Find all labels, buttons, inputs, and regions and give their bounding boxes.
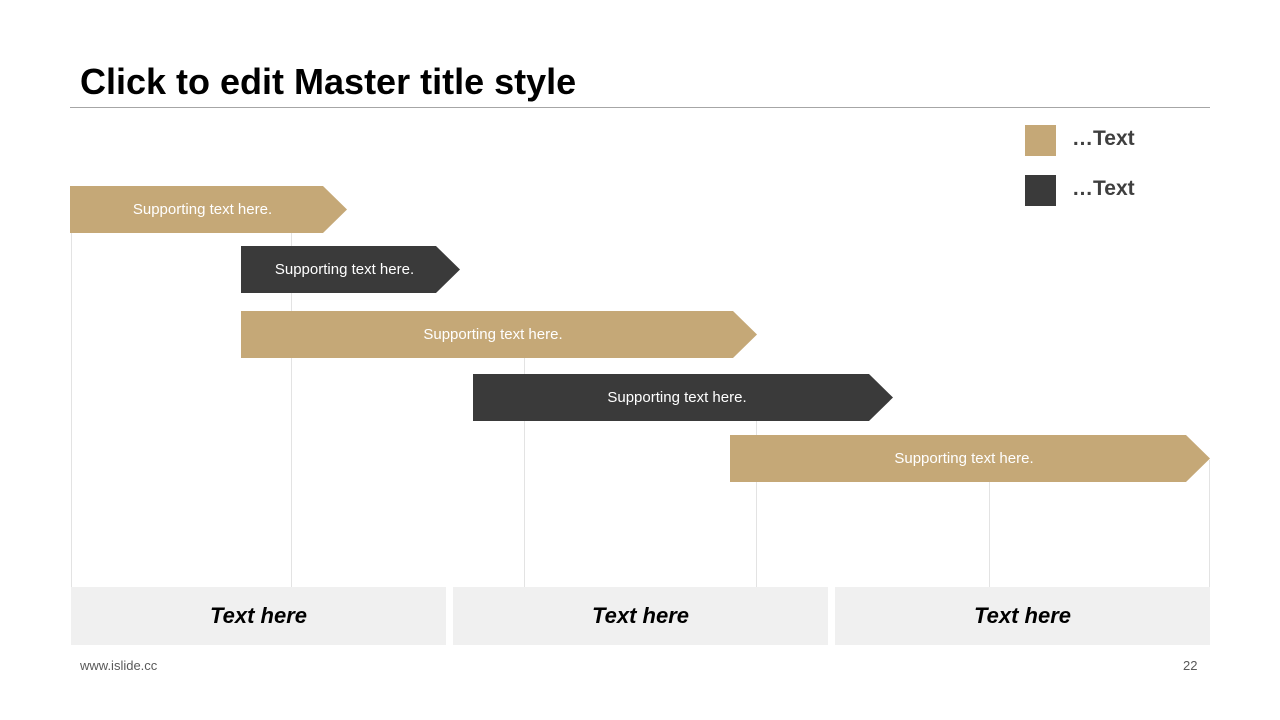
legend-label-2[interactable]: …Text [1072,177,1135,200]
arrow-shape [241,311,757,358]
title-divider [70,107,1210,108]
arrow-label: Supporting text here. [274,261,415,278]
arrow-shape [70,186,347,233]
arrow-shape [730,435,1210,482]
timeline-arrow-1[interactable]: Supporting text here. [70,186,347,233]
timeline-arrow-3[interactable]: Supporting text here. [241,311,757,358]
legend-label-1[interactable]: …Text [1072,127,1135,150]
phase-box-3[interactable]: Text here [835,587,1210,645]
page-number: 22 [1183,658,1198,673]
timeline-arrow-2[interactable]: Supporting text here. [241,246,460,293]
legend-swatch-gold [1025,125,1056,156]
timeline-arrow-5[interactable]: Supporting text here. [730,435,1210,482]
phase-box-1[interactable]: Text here [71,587,446,645]
legend-swatch-dark [1025,175,1056,206]
grid-line [756,420,757,587]
grid-line [71,233,72,587]
arrow-shape [241,246,460,293]
grid-line [1209,460,1210,587]
arrow-label: Supporting text here. [894,450,1034,467]
grid-line [524,357,525,587]
arrow-label: Supporting text here. [423,326,563,343]
slide-title[interactable]: Click to edit Master title style [80,61,577,102]
footer-website[interactable]: www.islide.cc [80,658,158,673]
arrow-label: Supporting text here. [607,389,747,406]
arrow-label: Supporting text here. [132,201,273,218]
grid-line [989,481,990,587]
phase-label: Text here [591,603,689,628]
phase-box-2[interactable]: Text here [453,587,828,645]
grid-line [291,233,292,587]
arrow-shape [473,374,893,421]
phase-label: Text here [209,603,307,628]
timeline-arrow-4[interactable]: Supporting text here. [473,374,893,421]
phase-label: Text here [973,603,1071,628]
